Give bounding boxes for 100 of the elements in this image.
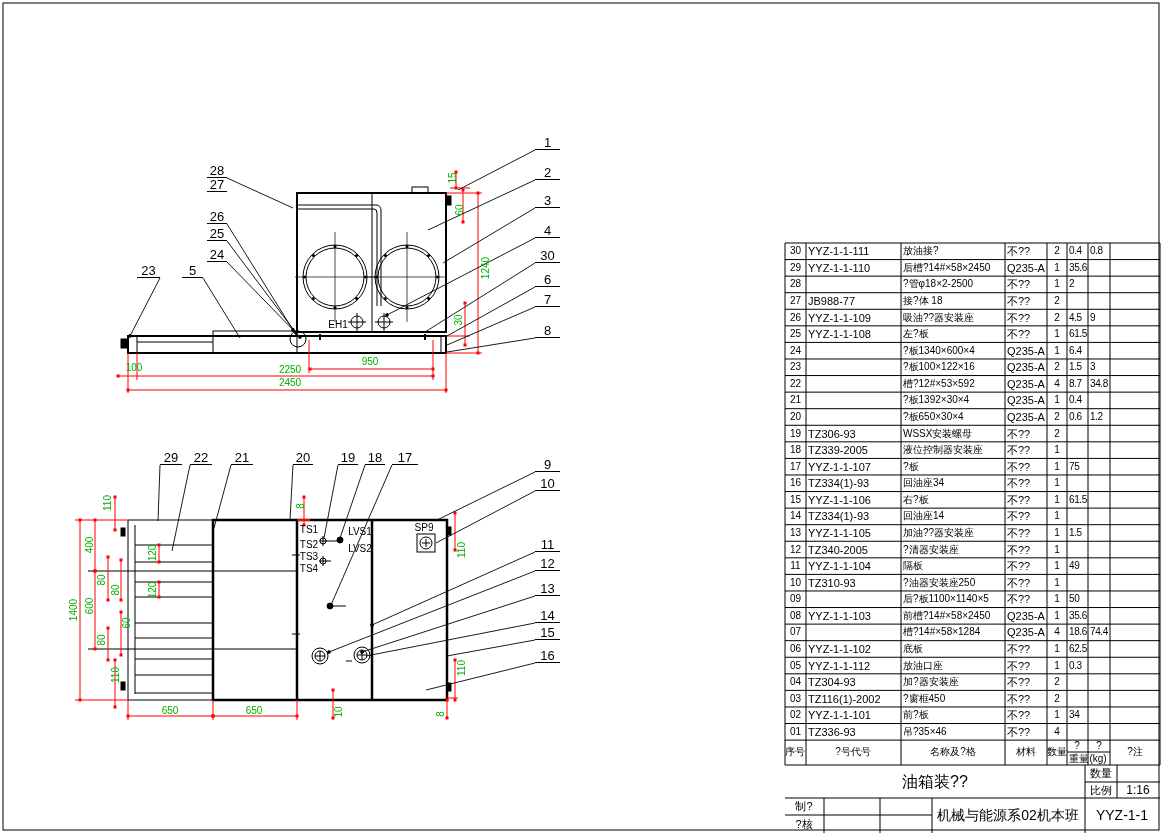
callout-number: 1 [535, 136, 560, 150]
unit-weight: 18.6 [1069, 627, 1087, 638]
item-number: 04 [789, 677, 802, 688]
callout-number: 14 [535, 609, 560, 623]
drawing-code: YYZ-1-1-107 [808, 461, 871, 473]
material: Q235-A [1007, 361, 1045, 373]
leader-line [365, 622, 536, 657]
callout-number: 19 [338, 451, 358, 465]
callout-number: 12 [535, 557, 560, 571]
drawing-code: JB988-77 [808, 295, 856, 307]
unit-weight: 0.4 [1069, 395, 1082, 406]
leader-line [427, 179, 536, 231]
quantity: 1 [1054, 511, 1060, 522]
material: 不?? [1007, 312, 1031, 324]
callout-number: 17 [392, 451, 418, 465]
material: 不?? [1007, 660, 1031, 672]
total-weight: 3 [1090, 362, 1096, 373]
callout-number: 28 [207, 164, 227, 178]
material: Q235-A [1007, 626, 1045, 638]
part-name: 槽?12#×53×592 [903, 378, 975, 389]
unit-weight: 4.5 [1069, 312, 1082, 323]
part-name: 左?板 [903, 329, 929, 340]
item-number: 23 [789, 362, 802, 373]
material: 不?? [1007, 577, 1031, 589]
column-header: 名称及?格 [930, 747, 976, 757]
unit-weight: 1.5 [1069, 527, 1082, 538]
part-label: LVS2 [348, 544, 372, 554]
leader-line [289, 464, 294, 521]
drawing-code: YYZ-1-1-105 [808, 527, 871, 539]
part-label: SP9 [414, 523, 434, 533]
quantity: 4 [1054, 726, 1060, 737]
item-number: 13 [789, 527, 802, 538]
dimension-value: 30 [454, 314, 464, 326]
quantity: 2 [1054, 677, 1060, 688]
callout-number: 15 [535, 626, 560, 640]
drawing-code: YYZ-1-1-103 [808, 610, 871, 622]
leader-line [446, 286, 536, 337]
material: Q235-A [1007, 345, 1045, 357]
column-header: ? [1096, 741, 1102, 751]
part-name: ?清器安装座 [903, 544, 959, 555]
material: 不?? [1007, 527, 1031, 539]
unit-weight: 50 [1069, 594, 1080, 605]
dimension-value: 100 [125, 363, 143, 373]
part-name: 回油座14 [903, 511, 945, 522]
total-weight: 0.8 [1090, 246, 1103, 257]
quantity: 2 [1054, 693, 1060, 704]
drawing-code: TZ310-93 [808, 577, 856, 589]
column-header: ?号代号 [835, 747, 871, 757]
callout-number: 30 [535, 249, 560, 263]
dimension-value: 400 [85, 536, 95, 554]
material: 不?? [1007, 494, 1031, 506]
dimension-value: 80 [97, 574, 107, 586]
unit-weight: 0.3 [1069, 660, 1082, 671]
quantity: 1 [1054, 494, 1060, 505]
drawing-code: TZ306-93 [808, 428, 856, 440]
class-name: 机械与能源系02机本班 [937, 808, 1079, 822]
material: Q235-A [1007, 610, 1045, 622]
callout-number: 8 [535, 324, 560, 338]
part-label: EH1 [328, 320, 348, 330]
part-name: 吊?35×46 [903, 726, 947, 737]
quantity: 2 [1054, 312, 1060, 323]
part-name: ?板650×30×4 [903, 412, 964, 422]
drawing-code: TZ336-93 [808, 726, 856, 738]
material: 不?? [1007, 709, 1031, 721]
total-weight: 1.2 [1090, 412, 1103, 422]
item-number: 05 [789, 660, 802, 671]
column-header: ?注 [1127, 747, 1143, 757]
quantity: 1 [1054, 610, 1060, 621]
dimension-value: 110 [457, 542, 467, 558]
material: 不?? [1007, 278, 1031, 290]
part-name: ?板1392×30×4 [903, 395, 970, 406]
drawing-code: YYZ-1-1-106 [808, 494, 871, 506]
part-name: 加油??器安装座 [903, 527, 975, 538]
material: 不?? [1007, 544, 1031, 556]
material: 不?? [1007, 560, 1031, 572]
callout-number: 10 [535, 477, 560, 491]
item-number: 14 [789, 511, 802, 522]
quantity: 1 [1054, 643, 1060, 654]
unit-weight: 2 [1069, 279, 1075, 290]
item-number: 22 [789, 378, 802, 389]
quantity: 1 [1054, 594, 1060, 605]
total-weight: 9 [1090, 312, 1096, 323]
callout-number: 9 [535, 458, 560, 472]
callout-number: 29 [160, 451, 182, 465]
item-number: 27 [789, 296, 802, 306]
quantity: 1 [1054, 478, 1060, 489]
part-name: 后?板1100×1140×5 [903, 594, 989, 605]
callout-number: 11 [535, 538, 560, 552]
callout-number: 16 [535, 649, 560, 663]
unit-weight: 75 [1069, 461, 1080, 472]
part-name: 液位控制器安装座 [903, 445, 983, 456]
item-number: 28 [789, 279, 802, 290]
quantity: 4 [1054, 378, 1060, 389]
dimension-value: 2250 [278, 365, 302, 375]
dimension-value: 15 [448, 172, 458, 184]
tank-top-view-drawing [87, 518, 452, 702]
part-name: 回油座34 [903, 478, 945, 489]
part-name: ?板100×122×16 [903, 362, 975, 373]
material: 不?? [1007, 693, 1031, 705]
material: 不?? [1007, 593, 1031, 605]
